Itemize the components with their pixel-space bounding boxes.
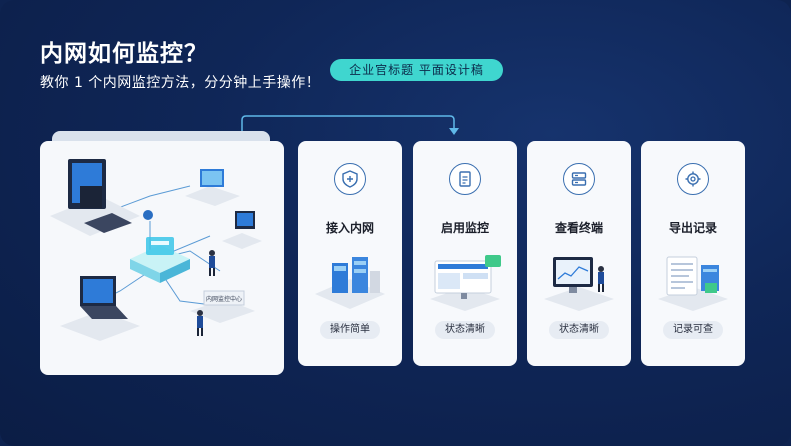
design-tag-badge: 企业官标题 平面设计稿 bbox=[330, 59, 503, 81]
step-card-connect: 接入内网 操作简单 bbox=[298, 141, 402, 366]
step-card-terminal: 查看终端 状态清晰 bbox=[527, 141, 631, 366]
step-pill: 状态清晰 bbox=[549, 321, 609, 339]
page-subtitle: 教你 1 个内网监控方法，分分钟上手操作！ bbox=[40, 75, 321, 91]
network-illustration: 内网监控中心 bbox=[40, 141, 284, 375]
connect-illustration bbox=[315, 257, 385, 309]
export-illustration bbox=[658, 256, 728, 311]
shield-icon bbox=[334, 163, 366, 195]
step-label: 接入内网 bbox=[325, 221, 374, 235]
step-pill: 记录可查 bbox=[663, 321, 723, 339]
page-title: 内网如何监控？ bbox=[40, 41, 208, 67]
document-icon bbox=[449, 163, 481, 195]
step-card-monitor: 启用监控 状态清晰 bbox=[413, 141, 517, 366]
step-pill: 状态清晰 bbox=[435, 321, 495, 339]
step-label: 查看终端 bbox=[554, 221, 603, 235]
monitor-center-sign: 内网监控中心 bbox=[206, 295, 242, 303]
server-icon bbox=[563, 163, 595, 195]
step-card-export: 导出记录 记录可查 bbox=[641, 141, 745, 366]
network-diagram-illustration: 内网监控中心 bbox=[50, 159, 262, 341]
step-label: 启用监控 bbox=[440, 221, 489, 235]
gear-icon bbox=[677, 163, 709, 195]
step-pill: 操作简单 bbox=[320, 321, 380, 339]
terminal-illustration bbox=[544, 257, 614, 311]
monitor-illustration bbox=[430, 255, 501, 311]
step-label: 导出记录 bbox=[668, 221, 717, 235]
